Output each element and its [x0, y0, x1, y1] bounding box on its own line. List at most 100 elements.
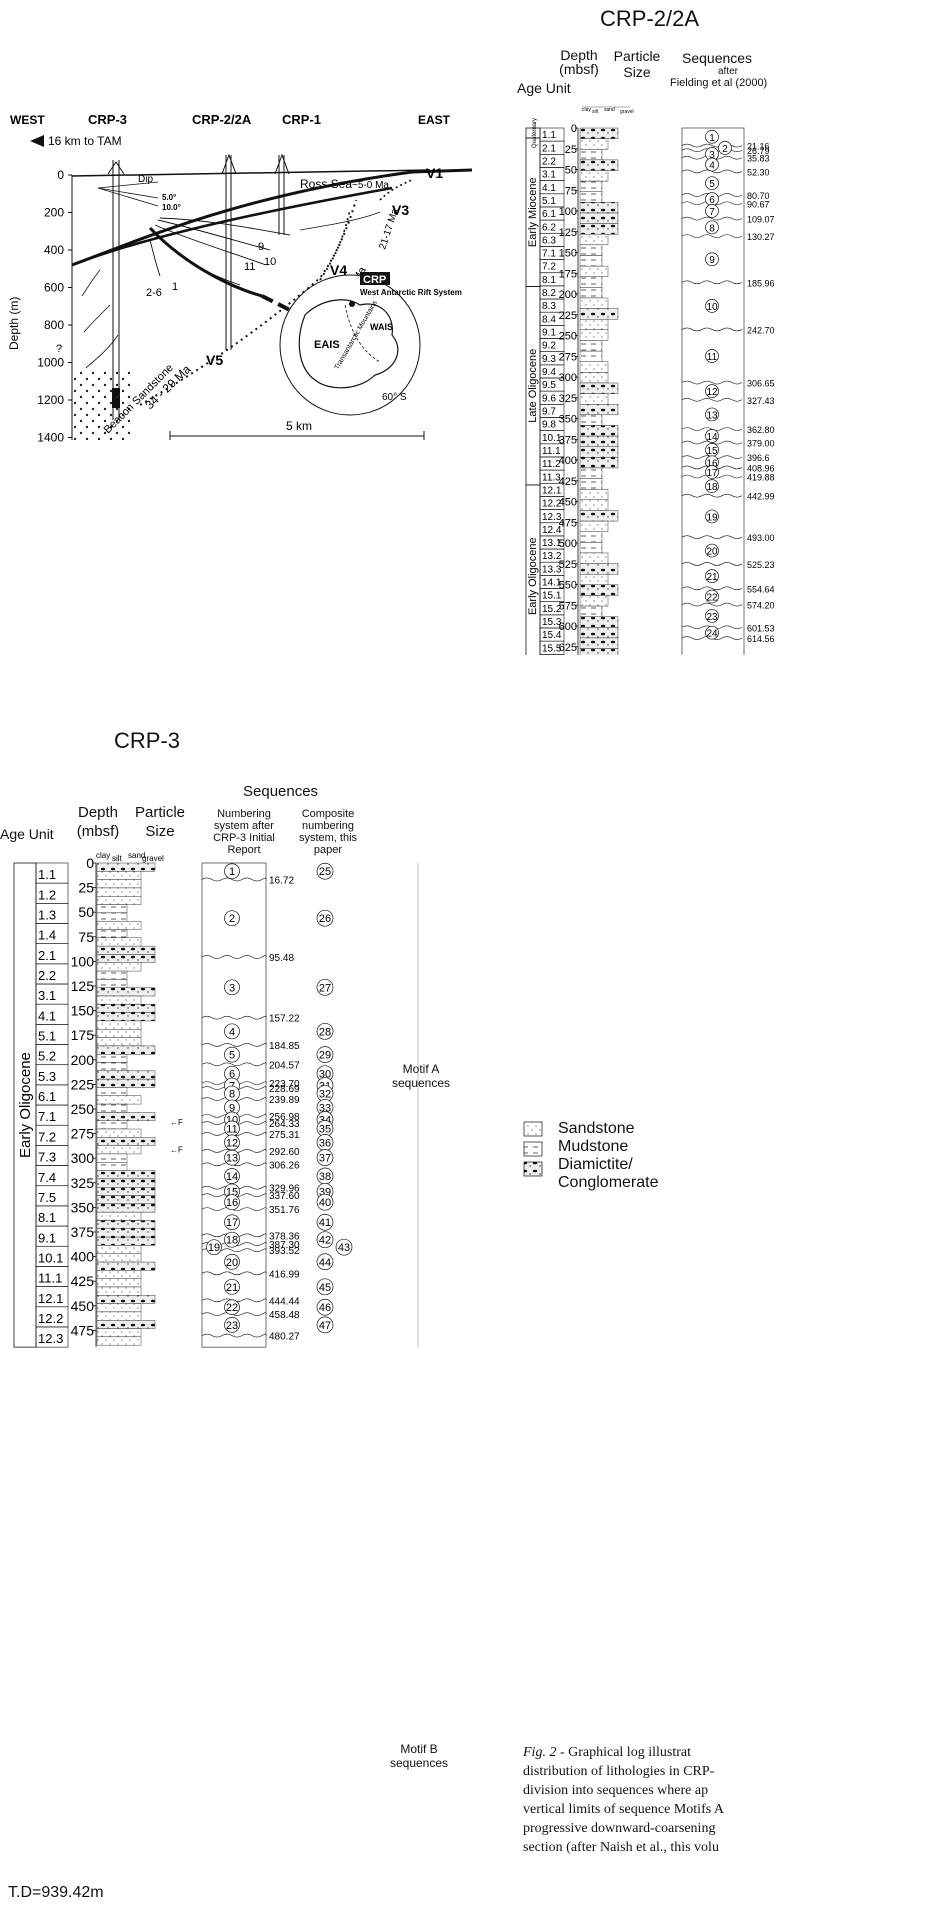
figure-caption: Fig. 2 - Graphical log illustrat distrib…	[523, 1743, 951, 1857]
grain-label: silt	[592, 109, 599, 115]
horizon-v1-label: V1	[426, 165, 443, 181]
sequence-number: 10	[706, 302, 718, 313]
sequence-number: 4	[229, 1026, 235, 1038]
composite-number: 36	[319, 1137, 331, 1149]
lithology-bed	[96, 987, 156, 997]
depth-label: 600	[559, 621, 577, 633]
unit-label: 10.1	[38, 1250, 63, 1265]
depth-label: 125	[559, 227, 577, 239]
sequence-number: 2	[229, 913, 235, 925]
depth-tick-label: 1400	[37, 431, 64, 445]
lithology-bed	[96, 1153, 128, 1163]
lithology-bed	[96, 1211, 142, 1221]
sequence-number: 23	[226, 1320, 238, 1332]
composite-marker	[335, 1238, 353, 1256]
sequence-number: 16	[226, 1197, 238, 1209]
lithology-bed	[96, 1195, 156, 1205]
lithology-bed	[96, 1045, 156, 1055]
lithology-bed	[579, 510, 619, 522]
inset-eais-label: EAIS	[314, 339, 340, 351]
depth-label: 300	[71, 1150, 95, 1166]
boundary-depth-label: 351.76	[269, 1205, 300, 1216]
boundary-depth-label: 393.52	[269, 1246, 300, 1257]
lithology-bed	[96, 995, 142, 1005]
lithology-bed	[96, 1311, 142, 1321]
sequence-marker	[705, 204, 719, 218]
legend-mudstone: Mudstone	[558, 1138, 629, 1155]
composite-number: 47	[319, 1320, 331, 1332]
crp2-particle-header: Particle Size	[613, 48, 661, 80]
lithology-bed	[579, 340, 603, 352]
depth-label: 275	[71, 1126, 95, 1142]
depth-label: 475	[559, 517, 577, 529]
seafloor-line	[71, 169, 431, 177]
boundary-depth-label: 574.20	[747, 601, 775, 611]
lithology-bed	[579, 425, 619, 437]
lithology-bed	[96, 1029, 142, 1038]
lithology-bed	[579, 393, 609, 405]
depth-tick-label: 400	[44, 243, 64, 257]
unit-label: 1.1	[38, 867, 56, 882]
sequence-number: 11	[226, 1124, 237, 1136]
inset-wais-label: WAIS	[370, 322, 393, 332]
lithology-bed	[96, 1087, 128, 1096]
sequence-number: 12	[706, 387, 718, 398]
boundary-depth-label: 554.64	[747, 584, 775, 594]
unit-label: 7.2	[38, 1129, 56, 1144]
lithology-bed	[579, 563, 619, 575]
total-depth-label: T.D=939.42m	[8, 1884, 104, 1901]
unit-cell	[539, 654, 565, 655]
composite-number: 37	[319, 1153, 331, 1165]
lithology-bed	[96, 1120, 128, 1130]
lithology-bed	[96, 1137, 156, 1146]
crp2-label: CRP-2/2A	[192, 112, 252, 127]
lithology-bed	[579, 223, 619, 235]
sequence-number: 16	[706, 458, 718, 469]
caption-line: section (after Naish et al., this volu	[523, 1840, 719, 1855]
unit-label: 1.3	[38, 908, 56, 923]
composite-number: 41	[319, 1217, 331, 1229]
depth-label: 375	[559, 434, 577, 446]
lithology-bed	[96, 1328, 142, 1338]
age-label: Early Miocene	[527, 177, 539, 247]
boundary-depth-label: 90.67	[747, 199, 770, 209]
composite-marker	[316, 978, 334, 996]
composite-marker	[316, 1278, 334, 1296]
sequence-number: 11	[707, 352, 718, 363]
lithology-bed	[96, 1095, 142, 1105]
composite-number: 38	[319, 1171, 331, 1183]
sequence-marker	[705, 428, 719, 443]
lithology-bed	[579, 478, 603, 490]
lithology-bed	[579, 531, 603, 543]
lithology-bed	[96, 979, 128, 988]
unit-label: 2.2	[542, 156, 556, 167]
composite-number: 46	[319, 1302, 331, 1314]
unit-label: 8.4	[542, 314, 556, 325]
boundary-depth-label: 614.56	[747, 634, 775, 644]
depth-label: 250	[559, 331, 577, 343]
unit-label: 11.3	[542, 472, 561, 483]
lithology-bed	[96, 1112, 156, 1121]
composite-number: 43	[338, 1242, 350, 1254]
unit-label: 7.1	[38, 1109, 56, 1124]
sequence-number: 22	[706, 592, 718, 603]
inset-lat-label: 60° S	[382, 392, 407, 403]
lithology-bed	[579, 382, 619, 394]
lithology-bed	[579, 372, 609, 384]
sequence-number: 2	[722, 144, 728, 155]
lithology-bed	[96, 1145, 142, 1155]
boundary-depth-label: 16.72	[269, 875, 294, 886]
sequence-boundary	[681, 397, 743, 402]
depth-label: 0	[571, 123, 577, 135]
unit-label: 6.2	[542, 222, 556, 233]
sequence-number: 14	[226, 1171, 238, 1183]
sequence-number: 4	[709, 161, 715, 172]
lithology-bed	[579, 489, 609, 501]
boundary-depth-label: 362.80	[747, 425, 775, 435]
sequence-boundary	[681, 562, 743, 566]
depth-label: 175	[71, 1027, 95, 1043]
sequence-boundary	[681, 586, 743, 591]
grain-label: gravel	[142, 854, 164, 863]
unit-label: 15.2	[542, 604, 562, 615]
depth-label: 450	[559, 497, 577, 509]
